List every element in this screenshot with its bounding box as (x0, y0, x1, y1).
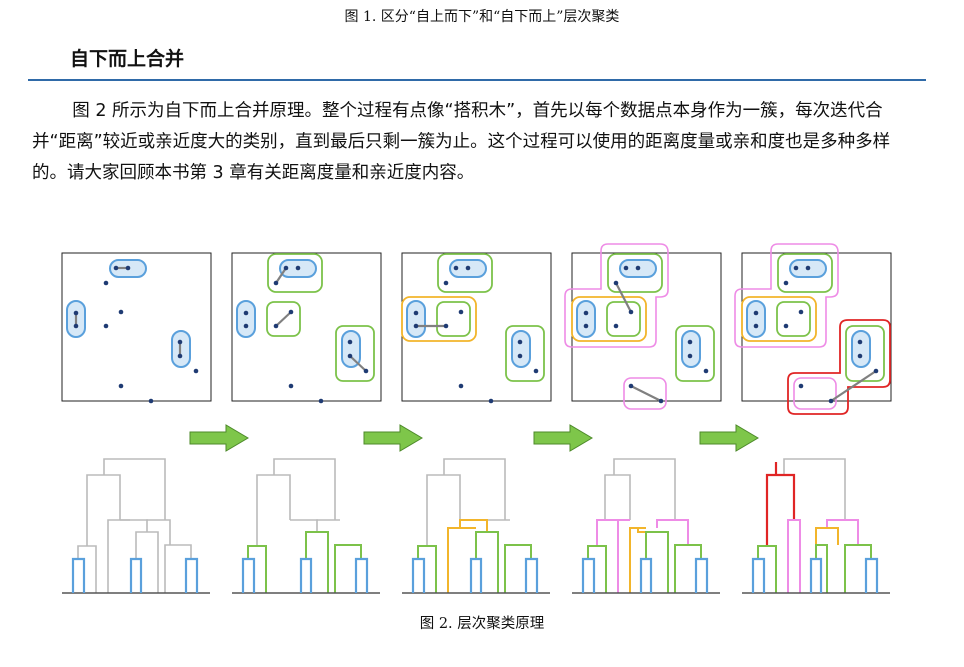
dendrogram-4 (571, 458, 721, 595)
arrow-icon (699, 424, 759, 452)
scatter-panel-3 (401, 252, 552, 404)
arrow-icon (363, 424, 423, 452)
section-divider (28, 79, 926, 81)
dendrogram-3 (401, 458, 551, 595)
dendrogram-2 (231, 458, 381, 595)
figure-1-caption: 图 1. 区分“自上而下”和“自下而上”层次聚类 (344, 9, 620, 25)
figure-2-bottom-up-merging (61, 243, 892, 595)
dendrogram-1 (61, 458, 211, 595)
scatter-panel-5 (734, 243, 892, 415)
arrow-icon (533, 424, 593, 452)
arrow-icon (189, 424, 249, 452)
section-title: 自下而上合并 (70, 48, 185, 70)
figure-2-caption: 图 2. 层次聚类原理 (419, 616, 545, 632)
scatter-panel-4 (564, 243, 722, 410)
scatter-panel-2 (231, 252, 382, 404)
dendrogram-5 (741, 458, 891, 595)
step-arrows (189, 424, 759, 452)
body-paragraph: 图 2 所示为自下而上合并原理。整个过程有点像“搭积木”，首先以每个数据点本身作… (32, 101, 891, 183)
scatter-panel-1 (61, 252, 212, 404)
